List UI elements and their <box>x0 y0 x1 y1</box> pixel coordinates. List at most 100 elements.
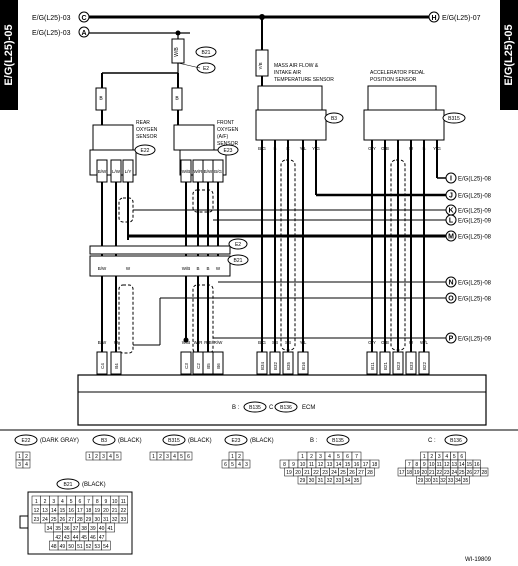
svg-text:26: 26 <box>349 470 355 476</box>
svg-text:16: 16 <box>354 462 360 468</box>
svg-text:INTAKE AIR: INTAKE AIR <box>274 70 302 76</box>
svg-text:6: 6 <box>78 499 81 505</box>
svg-text:3: 3 <box>52 499 55 505</box>
legend-note: (BLACK) <box>82 482 106 488</box>
svg-text:18: 18 <box>372 462 378 468</box>
svg-text:12: 12 <box>318 462 324 468</box>
ecm-pin <box>192 351 204 375</box>
ref-n-label: E/G(L25)-08 <box>458 281 492 287</box>
svg-text:19: 19 <box>286 470 292 476</box>
svg-text:18: 18 <box>406 470 412 476</box>
legend-note: (DARK GRAY) <box>40 438 79 444</box>
svg-text:15: 15 <box>345 462 351 468</box>
svg-text:20: 20 <box>103 508 109 514</box>
svg-text:25: 25 <box>340 470 346 476</box>
ecm-pin-wire: W/B <box>182 340 191 345</box>
svg-text:REAR: REAR <box>136 120 150 126</box>
ref-l-marker <box>445 214 457 226</box>
legend-code-b315: B315 <box>168 438 180 444</box>
ecm-pin-label: B32 <box>273 362 278 371</box>
ref-l-letter: L <box>449 218 454 225</box>
svg-text:51: 51 <box>77 544 83 550</box>
svg-text:22: 22 <box>121 508 127 514</box>
ecm-pin-label: C3 <box>184 363 189 369</box>
svg-text:23: 23 <box>34 517 40 523</box>
svg-text:6: 6 <box>187 454 190 460</box>
svg-text:L/W: L/W <box>112 169 121 174</box>
ecm-pin-label: C2 <box>196 363 201 369</box>
ecm-pin <box>110 351 122 375</box>
svg-text:3: 3 <box>166 454 169 460</box>
svg-text:21: 21 <box>429 470 435 476</box>
svg-text:TEMPERATURE SENSOR: TEMPERATURE SENSOR <box>274 77 334 83</box>
svg-text:R: R <box>286 146 290 151</box>
ref-a-label: E/G(L25)-03 <box>32 30 71 37</box>
svg-text:5: 5 <box>231 462 234 468</box>
rear-o2-code: E22 <box>141 148 150 154</box>
ref-k-label: E/G(L25)-09 <box>458 209 492 215</box>
svg-text:W/B: W/B <box>182 266 191 271</box>
svg-text:W/B: W/B <box>174 47 180 57</box>
svg-text:Y/G: Y/G <box>312 146 320 151</box>
ecm-pin-label: B33 <box>409 362 414 371</box>
ref-p-label: E/G(L25)-09 <box>458 337 492 343</box>
ecm-pin <box>405 351 417 375</box>
svg-text:31: 31 <box>433 478 439 484</box>
svg-text:6: 6 <box>460 454 463 460</box>
svg-text:B: B <box>99 96 103 102</box>
svg-text:54: 54 <box>103 544 109 550</box>
svg-text:FRONT: FRONT <box>217 120 234 126</box>
svg-text:42: 42 <box>55 535 61 541</box>
svg-text:48: 48 <box>51 544 57 550</box>
svg-text:37: 37 <box>73 526 79 532</box>
svg-text:16: 16 <box>474 462 480 468</box>
ref-i-label: E/G(L25)-08 <box>458 177 492 183</box>
svg-text:7: 7 <box>408 462 411 468</box>
e2-mid-code: E2 <box>235 242 241 248</box>
app-sensor <box>367 85 437 111</box>
ecm-pin-wire: W/R <box>194 340 203 345</box>
svg-text:3: 3 <box>245 462 248 468</box>
svg-text:26: 26 <box>466 470 472 476</box>
svg-text:B: B <box>422 146 425 151</box>
svg-text:45: 45 <box>81 535 87 541</box>
svg-text:7: 7 <box>87 499 90 505</box>
ecm-pin <box>282 351 294 375</box>
svg-text:23: 23 <box>322 470 328 476</box>
svg-text:9: 9 <box>423 462 426 468</box>
ecm-pin <box>392 351 404 375</box>
svg-text:1: 1 <box>231 454 234 460</box>
page-label-right: E/G(L25)-05 <box>500 0 518 110</box>
ecm-pin <box>418 351 430 375</box>
svg-text:OXYGEN: OXYGEN <box>217 127 239 133</box>
svg-text:19: 19 <box>414 470 420 476</box>
svg-text:29: 29 <box>300 478 306 484</box>
svg-text:46: 46 <box>90 535 96 541</box>
svg-text:3: 3 <box>319 454 322 460</box>
ecm-prefix-b: B : <box>232 405 240 411</box>
svg-text:23: 23 <box>444 470 450 476</box>
maf-sensor <box>257 85 323 111</box>
ref-p-marker <box>445 332 457 344</box>
svg-text:30: 30 <box>94 517 100 523</box>
svg-text:Y/L: Y/L <box>300 146 307 151</box>
ref-m-marker <box>445 230 457 242</box>
ref-a-marker <box>78 26 90 38</box>
svg-text:B/G: B/G <box>258 146 266 151</box>
svg-text:G/B: G/B <box>381 146 389 151</box>
ecm-box <box>77 374 487 426</box>
page-label-left: E/G(L25)-05 <box>0 0 18 110</box>
svg-text:47: 47 <box>99 535 105 541</box>
svg-text:17: 17 <box>363 462 369 468</box>
ecm-pin-label: B23 <box>396 362 401 371</box>
svg-text:12: 12 <box>34 508 40 514</box>
svg-text:28: 28 <box>367 470 373 476</box>
svg-text:22: 22 <box>313 470 319 476</box>
legend-code-b3: B3 <box>101 438 107 444</box>
svg-text:B/W: B/W <box>98 266 107 271</box>
legend-code-b135: B135 <box>332 438 344 444</box>
svg-text:2: 2 <box>95 454 98 460</box>
